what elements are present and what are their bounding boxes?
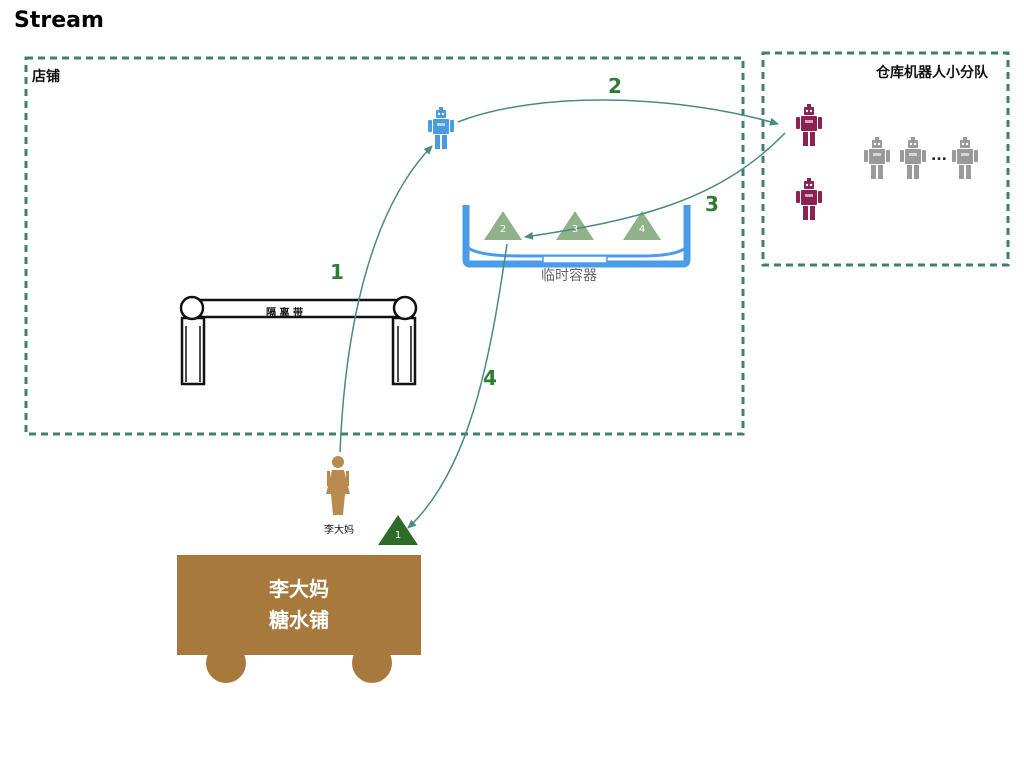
barrier-illustration — [179, 295, 418, 386]
idle-robot-icon — [900, 137, 926, 179]
customer-label: 李大妈 — [324, 525, 354, 536]
person-icon — [326, 456, 350, 515]
team-robot-icon — [796, 104, 822, 146]
shop-name-line1: 李大妈 — [269, 577, 329, 601]
delivered-item-triangle — [378, 515, 418, 545]
item-label-4: 4 — [638, 224, 646, 235]
shop-name-line2: 糖水铺 — [269, 608, 329, 632]
cart-wheel-left — [206, 643, 246, 683]
step-label-1: 1 — [330, 260, 344, 284]
step-label-3: 3 — [705, 192, 719, 216]
flow-arrow-2 — [457, 99, 779, 126]
page-title: Stream — [14, 8, 104, 33]
idle-robot-icon — [864, 137, 890, 179]
shop-name: 李大妈 糖水铺 — [177, 574, 421, 636]
item-triangle-3 — [556, 211, 594, 240]
step-label-4: 4 — [483, 366, 497, 390]
flow-arrow-1 — [339, 145, 433, 453]
store-region-border — [24, 56, 745, 436]
idle-robot-icon — [952, 137, 978, 179]
cart-wheel-right — [352, 643, 392, 683]
item-label-3: 3 — [571, 224, 579, 235]
temp-container-shape — [462, 205, 691, 268]
item-triangle-4 — [623, 211, 661, 240]
store-region-label: 店铺 — [32, 69, 60, 85]
temp-container-label: 临时容器 — [541, 268, 597, 284]
more-robots-ellipsis: ... — [931, 148, 947, 164]
item-triangle-2 — [484, 211, 522, 240]
item-label-2: 2 — [499, 224, 507, 235]
step-label-2: 2 — [608, 74, 622, 98]
barrier-label: 隔 离 带 — [266, 308, 303, 319]
robot-team-region-border — [761, 51, 1010, 267]
team-robot-icon — [796, 178, 822, 220]
flow-arrow-3 — [524, 132, 786, 240]
worker-robot-icon — [428, 107, 454, 149]
shop-cart-body — [177, 555, 421, 655]
delivered-item-label: 1 — [394, 530, 402, 541]
robot-team-region-label: 仓库机器人小分队 — [876, 65, 988, 81]
flow-arrow-4 — [407, 243, 508, 529]
